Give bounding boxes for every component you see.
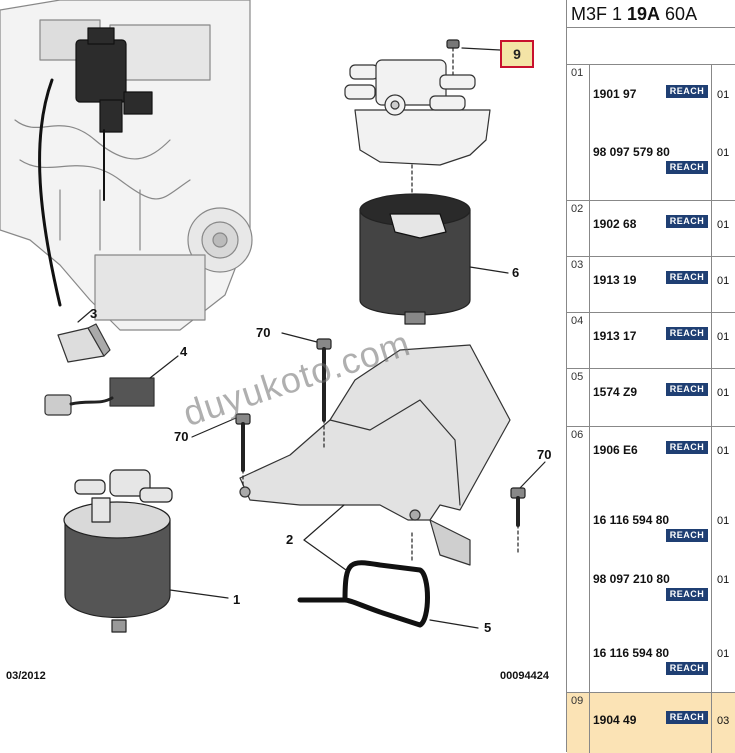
part-entry[interactable]: 1574 Z9 REACH 01 xyxy=(593,381,733,415)
part-entry[interactable]: 16 116 594 80 01 REACH xyxy=(593,646,733,680)
reach-badge: REACH xyxy=(666,711,708,724)
reach-badge: REACH xyxy=(666,441,708,454)
reach-badge: REACH xyxy=(666,161,708,174)
part-ref: 98 097 579 80 xyxy=(593,145,670,159)
part-3-drawing xyxy=(57,323,111,363)
part-qty: 03 xyxy=(717,715,730,727)
reach-badge: REACH xyxy=(666,85,708,98)
group-04[interactable]: 04 1913 17 REACH 01 xyxy=(567,313,735,369)
part-ref: 1913 17 xyxy=(593,329,637,343)
callout-6[interactable]: 6 xyxy=(512,265,520,280)
reach-badge: REACH xyxy=(666,271,708,284)
callout-3[interactable]: 3 xyxy=(90,306,98,321)
part-entry[interactable]: 1902 68 REACH 01 xyxy=(593,213,733,247)
group-02[interactable]: 02 1902 68 REACH 01 xyxy=(567,201,735,257)
parts-drawing xyxy=(0,0,546,633)
callout-70-top[interactable]: 70 xyxy=(256,325,271,340)
part-entry[interactable]: 16 116 594 80 01 REACH xyxy=(593,513,733,547)
reach-badge: REACH xyxy=(666,383,708,396)
group-number: 01 xyxy=(571,67,584,79)
header-prefix: M3F 1 xyxy=(571,4,628,24)
diagram-date: 03/2012 xyxy=(6,670,46,682)
callout-1[interactable]: 1 xyxy=(233,592,241,607)
group-06[interactable]: 06 1906 E6 REACH 01 16 116 594 80 01 REA… xyxy=(567,427,735,693)
header-bold: 19A xyxy=(627,4,661,24)
reach-badge: REACH xyxy=(666,215,708,228)
bracket-drawing xyxy=(239,344,511,566)
reach-badge: REACH xyxy=(666,588,708,601)
part-entry[interactable]: 98 097 210 80 01 REACH xyxy=(593,572,733,606)
diagram-code: 00094424 xyxy=(500,670,549,682)
hose-5-drawing xyxy=(297,529,430,628)
callout-70-right[interactable]: 70 xyxy=(537,447,552,462)
part-ref: 1906 E6 xyxy=(593,443,638,457)
parts-list-panel: M3F 1 19A 60A 01 1901 97 REACH 01 98 097… xyxy=(566,0,735,753)
group-number: 09 xyxy=(571,695,584,707)
part-qty: 01 xyxy=(717,147,730,159)
exploded-diagram: 9 6 3 4 70 70 70 2 1 5 duyukoto.com 03/2… xyxy=(0,0,552,682)
screw-9-drawing xyxy=(446,39,460,81)
group-number: 04 xyxy=(571,315,584,327)
part-entry[interactable]: 1904 49 REACH 03 xyxy=(593,709,733,743)
part-entry[interactable]: 1906 E6 REACH 01 xyxy=(593,439,733,473)
panel-header: M3F 1 19A 60A xyxy=(567,0,735,28)
part-qty: 01 xyxy=(717,387,730,399)
filter-cartridge-drawing xyxy=(359,193,471,325)
part-ref: 98 097 210 80 xyxy=(593,572,670,586)
part-entry[interactable]: 1901 97 REACH 01 xyxy=(593,83,733,117)
filter-head-drawing xyxy=(344,59,491,166)
part-qty: 01 xyxy=(717,574,730,586)
callout-2[interactable]: 2 xyxy=(286,532,294,547)
part-qty: 01 xyxy=(717,515,730,527)
part-qty: 01 xyxy=(717,331,730,343)
part-qty: 01 xyxy=(717,648,730,660)
group-05[interactable]: 05 1574 Z9 REACH 01 xyxy=(567,369,735,427)
part-qty: 01 xyxy=(717,219,730,231)
filter-mounted-on-engine xyxy=(75,27,153,133)
group-number: 06 xyxy=(571,429,584,441)
callout-9-highlighted[interactable]: 9 xyxy=(500,40,534,68)
part-ref: 16 116 594 80 xyxy=(593,513,670,527)
part-ref: 1913 19 xyxy=(593,273,637,287)
part-qty: 01 xyxy=(717,89,730,101)
part-entry[interactable]: 1913 19 REACH 01 xyxy=(593,269,733,303)
part-ref: 16 116 594 80 xyxy=(593,646,670,660)
part-qty: 01 xyxy=(717,275,730,287)
part-ref: 1904 49 xyxy=(593,713,637,727)
bolts-70-drawing xyxy=(235,338,526,527)
part-entry[interactable]: 98 097 579 80 01 REACH xyxy=(593,141,733,175)
reach-badge: REACH xyxy=(666,327,708,340)
group-01[interactable]: 01 1901 97 REACH 01 98 097 579 80 01 REA… xyxy=(567,65,735,201)
group-number: 05 xyxy=(571,371,584,383)
group-09-selected[interactable]: 09 1904 49 REACH 03 xyxy=(567,693,735,753)
part-ref: 1574 Z9 xyxy=(593,385,638,399)
part-ref: 1901 97 xyxy=(593,87,637,101)
part-qty: 01 xyxy=(717,445,730,457)
group-03[interactable]: 03 1913 19 REACH 01 xyxy=(567,257,735,313)
panel-spacer xyxy=(567,28,735,65)
reach-badge: REACH xyxy=(666,662,708,675)
callout-4[interactable]: 4 xyxy=(180,344,188,359)
callout-5[interactable]: 5 xyxy=(484,620,492,635)
filter-housing-drawing xyxy=(63,469,173,633)
part-ref: 1902 68 xyxy=(593,217,637,231)
group-number: 02 xyxy=(571,203,584,215)
reach-badge: REACH xyxy=(666,529,708,542)
header-suffix: 60A xyxy=(660,4,698,24)
part-entry[interactable]: 1913 17 REACH 01 xyxy=(593,325,733,359)
part-4-drawing xyxy=(44,377,155,416)
group-number: 03 xyxy=(571,259,584,271)
callout-70-left[interactable]: 70 xyxy=(174,429,189,444)
